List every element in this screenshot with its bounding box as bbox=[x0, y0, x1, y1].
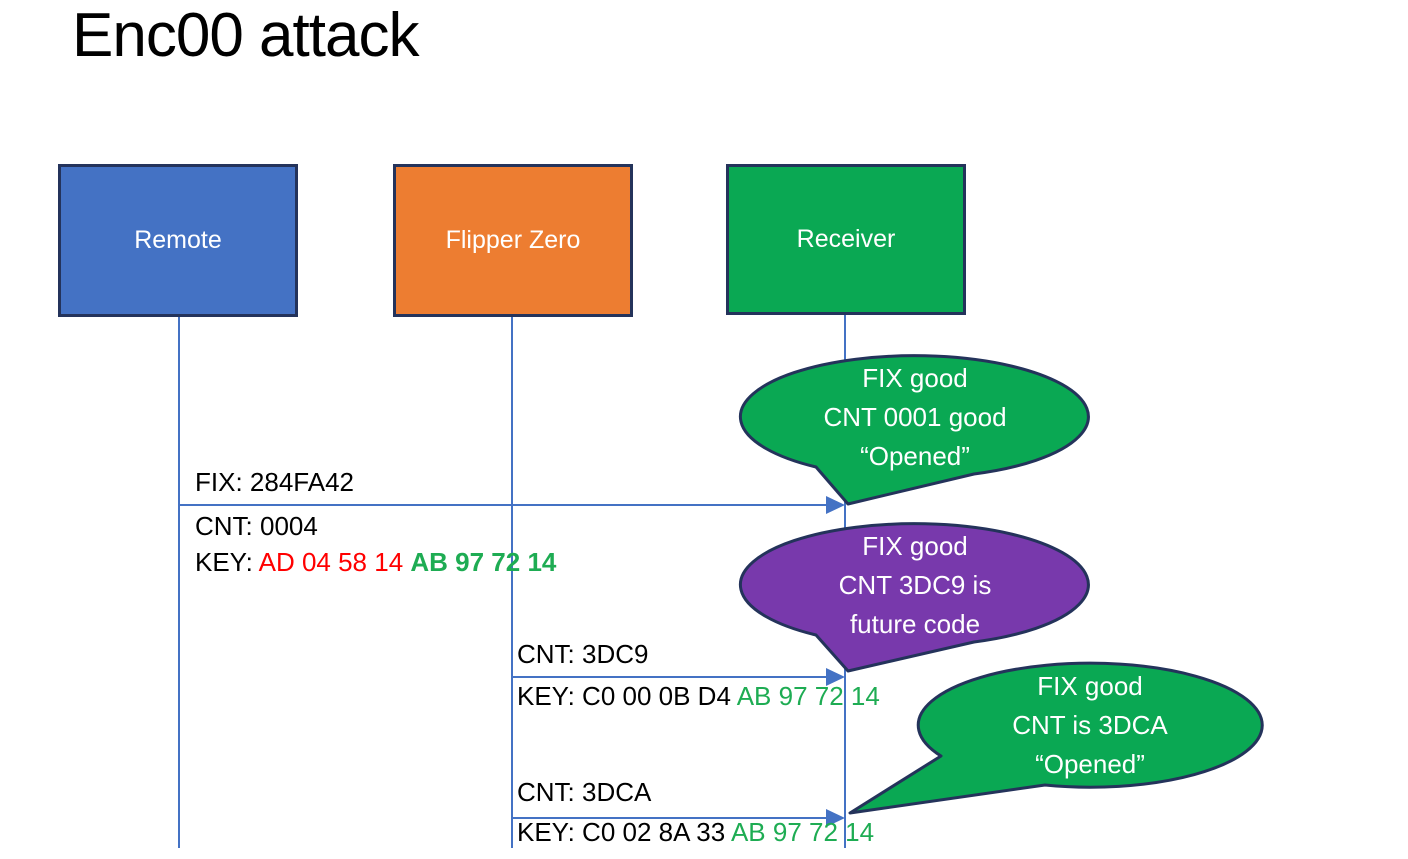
bubble-line: “Opened” bbox=[1035, 749, 1145, 779]
actor-label-flipper-zero: Flipper Zero bbox=[445, 226, 581, 254]
bubble-line: CNT is 3DCA bbox=[1012, 710, 1168, 740]
actor-label-receiver: Receiver bbox=[796, 225, 896, 253]
speech-bubble-2 bbox=[738, 522, 1090, 673]
actor-box-receiver: Receiver bbox=[726, 164, 966, 315]
message1-fix-label: FIX: 284FA42 bbox=[195, 467, 354, 497]
bubble-line: FIX good bbox=[862, 531, 968, 561]
message1-cnt-label: CNT: 0004 bbox=[195, 511, 318, 541]
bubble-line: future code bbox=[849, 609, 981, 639]
bubble3-text: FIX good CNT is 3DCA “Opened” bbox=[916, 667, 1264, 784]
arrowhead-icon bbox=[826, 809, 845, 827]
actor-box-flipper-zero: Flipper Zero bbox=[393, 164, 633, 317]
page-title: Enc00 attack bbox=[72, 1, 419, 70]
bubble-line: “Opened” bbox=[860, 441, 970, 471]
key-red-bytes: AD 04 58 14 bbox=[258, 547, 411, 577]
key-prefix: KEY: C0 02 8A 33 bbox=[517, 817, 731, 847]
arrowhead-icon bbox=[826, 668, 845, 686]
bubble2-text: FIX good CNT 3DC9 is future code bbox=[741, 527, 1089, 644]
bubble1-text: FIX good CNT 0001 good “Opened” bbox=[741, 359, 1089, 476]
actor-box-remote: Remote bbox=[58, 164, 298, 317]
bubble-line: CNT 3DC9 is bbox=[838, 570, 992, 600]
arrow-flipper-to-receiver-1 bbox=[512, 668, 845, 686]
arrow-flipper-to-receiver-2 bbox=[512, 809, 845, 827]
message3-key-label: KEY: C0 02 8A 33 AB 97 72 14 bbox=[517, 816, 874, 848]
message3-cnt-label: CNT: 3DCA bbox=[517, 777, 652, 807]
key-green-bytes: AB 97 72 14 bbox=[410, 547, 557, 577]
arrowhead-icon bbox=[826, 496, 845, 514]
message2-key-label: KEY: C0 00 0B D4 AB 97 72 14 bbox=[517, 680, 880, 712]
speech-bubble-1 bbox=[738, 354, 1090, 506]
speech-bubble-3 bbox=[848, 661, 1264, 815]
key-green-bytes: AB 97 72 14 bbox=[736, 681, 880, 711]
bubble-line: CNT 0001 good bbox=[823, 402, 1007, 432]
key-prefix: KEY: bbox=[195, 547, 259, 577]
key-green-bytes: AB 97 72 14 bbox=[730, 817, 875, 847]
bubble-line: FIX good bbox=[1037, 671, 1143, 701]
actor-label-remote: Remote bbox=[134, 226, 222, 254]
arrow-remote-to-receiver bbox=[179, 496, 845, 514]
message2-cnt-label: CNT: 3DC9 bbox=[517, 639, 649, 669]
key-prefix: KEY: C0 00 0B D4 bbox=[517, 681, 737, 711]
bubble-line: FIX good bbox=[862, 363, 968, 393]
message1-key-label: KEY: AD 04 58 14 AB 97 72 14 bbox=[195, 546, 556, 578]
